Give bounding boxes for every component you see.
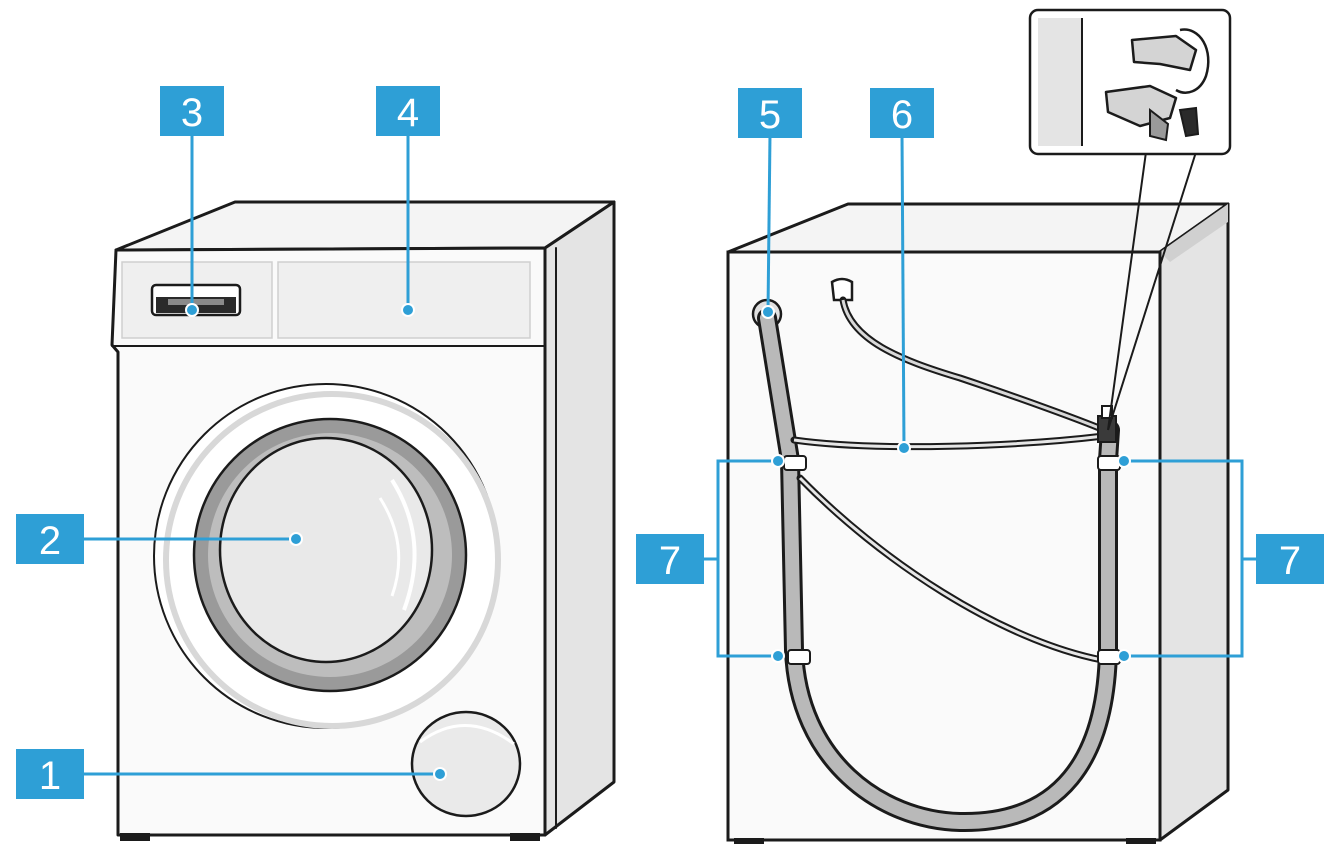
callout-7-right-text: 7 bbox=[1279, 539, 1301, 583]
flap-highlight bbox=[419, 724, 515, 746]
inset-wall bbox=[1038, 18, 1082, 146]
callout-5: 5 bbox=[738, 88, 802, 138]
hose-holder-left-top bbox=[783, 455, 807, 471]
dot-7-left-top bbox=[771, 454, 785, 468]
front-foot-left bbox=[120, 833, 150, 841]
inset-bracket-curve bbox=[1175, 28, 1210, 94]
front-foot-right bbox=[510, 833, 540, 841]
callout-7-left-text: 7 bbox=[659, 539, 681, 583]
dot-1 bbox=[433, 767, 447, 781]
rear-machine-side bbox=[1158, 202, 1230, 842]
inlet-hose-fill bbox=[793, 434, 1105, 662]
leader-7-right bbox=[1124, 459, 1256, 658]
inset-clip bbox=[1149, 107, 1170, 142]
leader-7-left bbox=[704, 459, 778, 658]
glass-reflection-2 bbox=[378, 497, 401, 597]
hose-end-connector bbox=[1097, 415, 1117, 443]
front-view bbox=[110, 200, 616, 841]
leader-dots bbox=[185, 303, 1131, 781]
drain-hose-fill bbox=[760, 311, 1117, 830]
rear-view bbox=[726, 8, 1232, 844]
hose-end-tip bbox=[1101, 405, 1113, 419]
dot-7-left-bottom bbox=[771, 649, 785, 663]
callout-4: 4 bbox=[376, 86, 440, 136]
callout-6-text: 6 bbox=[891, 93, 913, 137]
leader-6 bbox=[900, 133, 906, 449]
door-outer-shadow bbox=[163, 391, 501, 729]
inset-hose-tip bbox=[1178, 106, 1200, 138]
leader-lines bbox=[84, 130, 1256, 776]
inset-hose-holder bbox=[1104, 34, 1198, 128]
power-plug bbox=[830, 277, 854, 302]
rear-side-top-shade bbox=[1160, 204, 1228, 262]
hose-holder-left-bottom bbox=[787, 649, 811, 665]
power-cord-fill bbox=[841, 299, 1105, 432]
dot-5 bbox=[761, 305, 775, 319]
callout-1: 1 bbox=[16, 749, 84, 799]
inset-pointer bbox=[1107, 151, 1197, 431]
dot-2 bbox=[289, 532, 303, 546]
dot-3 bbox=[185, 303, 199, 317]
rear-machine-top bbox=[726, 202, 1230, 254]
rear-foot-left bbox=[734, 838, 764, 844]
display-panel bbox=[277, 261, 531, 339]
glass-reflection bbox=[390, 478, 417, 611]
rear-foot-right bbox=[1126, 838, 1156, 844]
door-glass bbox=[218, 436, 434, 664]
callout-2-text: 2 bbox=[39, 519, 61, 563]
hose-holder-right-bottom bbox=[1097, 649, 1121, 665]
hose-holder-right-top bbox=[1097, 455, 1121, 471]
service-flap bbox=[410, 710, 522, 818]
callout-5-text: 5 bbox=[759, 93, 781, 137]
callout-7-right: 7 bbox=[1256, 534, 1324, 584]
drawer-grip-highlight bbox=[168, 299, 224, 305]
dot-4 bbox=[401, 303, 415, 317]
dot-7-right-bottom bbox=[1117, 649, 1131, 663]
callout-6: 6 bbox=[870, 88, 934, 138]
callout-7-left: 7 bbox=[636, 534, 704, 584]
callout-3: 3 bbox=[160, 86, 224, 136]
leader-5 bbox=[766, 133, 772, 313]
dot-6 bbox=[897, 441, 911, 455]
callout-3-text: 3 bbox=[181, 91, 203, 135]
callout-1-text: 1 bbox=[39, 754, 61, 798]
callout-2: 2 bbox=[16, 514, 84, 564]
dot-7-right-top bbox=[1117, 454, 1131, 468]
callout-4-text: 4 bbox=[397, 91, 419, 135]
